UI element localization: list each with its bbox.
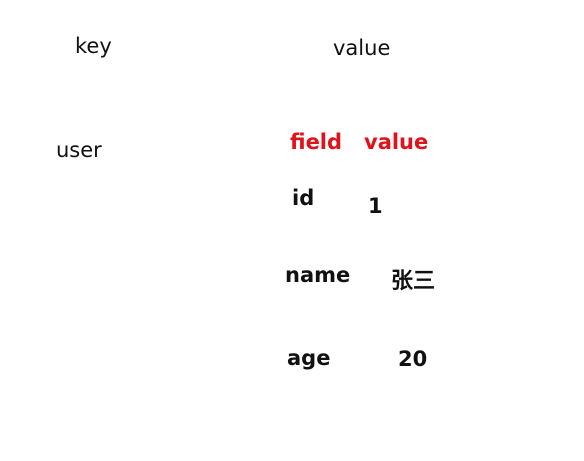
field-column-header: field: [290, 130, 343, 154]
key-user: user: [56, 138, 102, 162]
key-header: key: [75, 34, 112, 58]
value-age: 20: [398, 347, 428, 371]
field-age: age: [287, 346, 331, 370]
value-id: 1: [368, 194, 383, 218]
value-name: 张三: [391, 269, 436, 294]
value-header: value: [333, 36, 391, 60]
field-name: name: [285, 263, 351, 287]
field-id: id: [292, 186, 315, 210]
value-column-header: value: [364, 130, 429, 154]
